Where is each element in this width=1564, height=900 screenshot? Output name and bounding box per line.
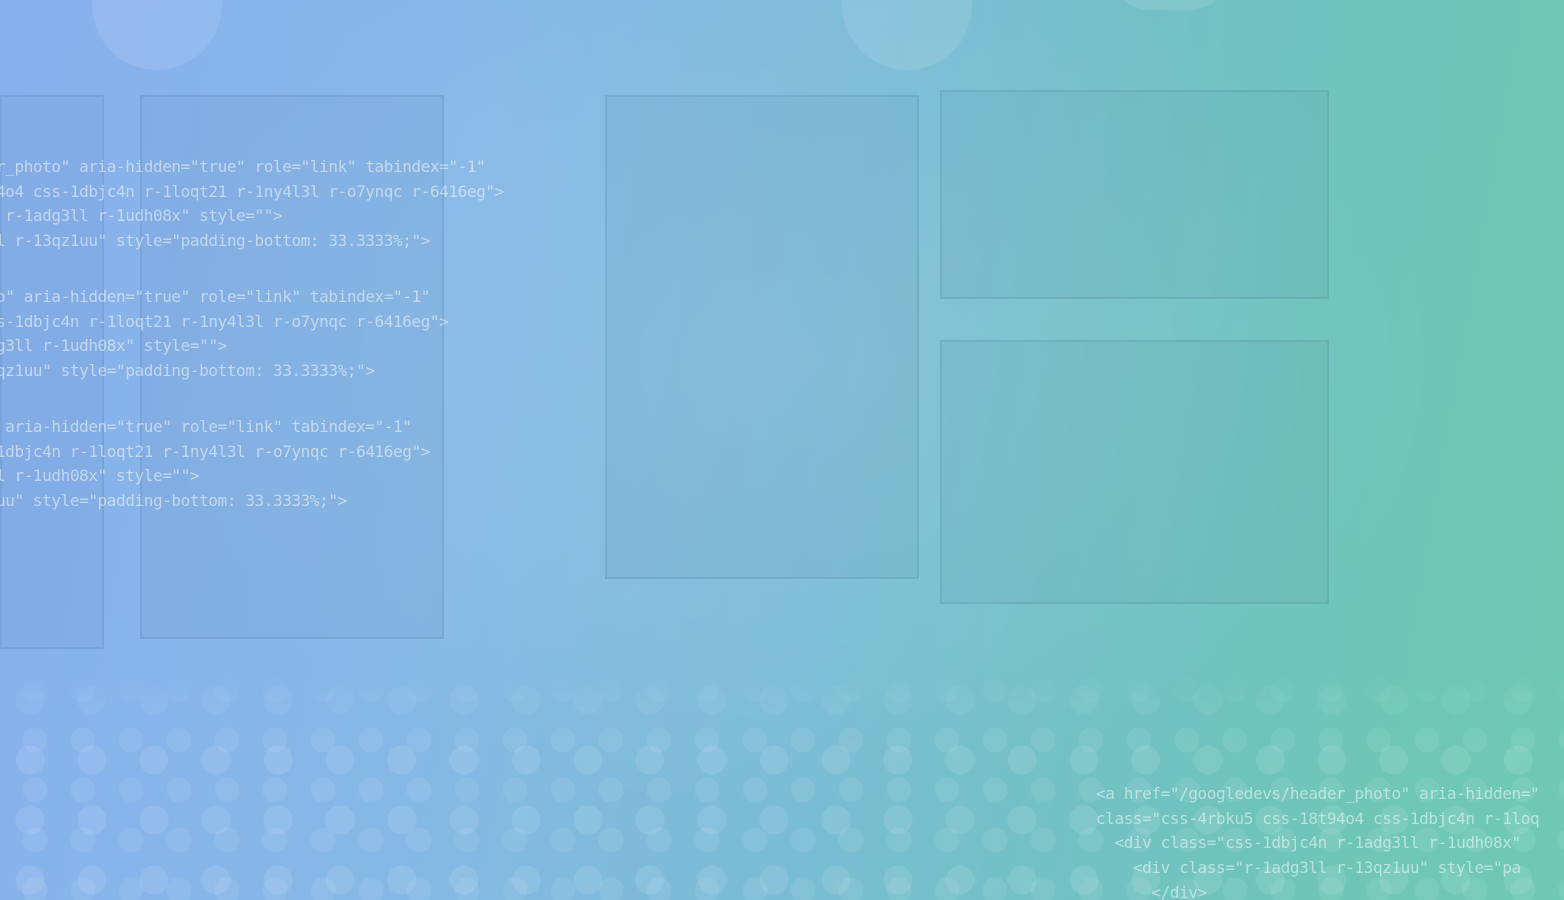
code-line: o" aria-hidden="true" role="link" tabind…: [0, 287, 430, 306]
code-line: g3ll r-1udh08x" style="">: [0, 336, 227, 356]
code-line: uu" style="padding-bottom: 33.3333%;">: [0, 491, 347, 511]
presentation-screen: [940, 340, 1329, 604]
presentation-screen: [605, 95, 919, 579]
code-snippet-left-2: o" aria-hidden="true" role="link" tabind…: [0, 285, 449, 384]
code-line: l r-13qz1uu" style="padding-bottom: 33.3…: [0, 231, 430, 251]
code-snippet-right: <a href="/googledevs/header_photo" aria-…: [1096, 782, 1540, 900]
code-line: <div class="css-1dbjc4n r-1adg3ll r-1udh…: [1096, 833, 1521, 853]
code-line: r_photo" aria-hidden="true" role="link" …: [0, 157, 486, 176]
code-line: </div>: [1096, 882, 1207, 900]
audience-silhouettes: [0, 660, 1564, 900]
code-line: 1dbjc4n r-1loqt21 r-1ny4l3l r-o7ynqc r-6…: [0, 441, 430, 461]
presentation-screen: [140, 95, 444, 639]
code-line: s-1dbjc4n r-1loqt21 r-1ny4l3l r-o7ynqc r…: [0, 311, 449, 331]
presentation-screen: [940, 90, 1329, 299]
code-line: class="css-4rbku5 css-18t94o4 css-1dbjc4…: [1096, 808, 1540, 828]
presentation-screen: [0, 95, 104, 649]
code-line: aria-hidden="true" role="link" tabindex=…: [0, 417, 412, 436]
code-line: 4o4 css-1dbjc4n r-1loqt21 r-1ny4l3l r-o7…: [0, 181, 504, 201]
code-line: l r-1udh08x" style="">: [0, 466, 200, 486]
code-snippet-left-3: aria-hidden="true" role="link" tabindex=…: [0, 415, 430, 514]
code-line: qz1uu" style="padding-bottom: 33.3333%;"…: [0, 361, 375, 381]
code-line: <a href="/googledevs/header_photo" aria-…: [1096, 784, 1540, 803]
stage-lamp: [1110, 0, 1230, 10]
code-line: r-1adg3ll r-1udh08x" style="">: [0, 206, 283, 226]
code-line: <div class="r-1adg3ll r-13qz1uu" style="…: [1096, 858, 1521, 878]
code-snippet-left-1: r_photo" aria-hidden="true" role="link" …: [0, 155, 504, 254]
